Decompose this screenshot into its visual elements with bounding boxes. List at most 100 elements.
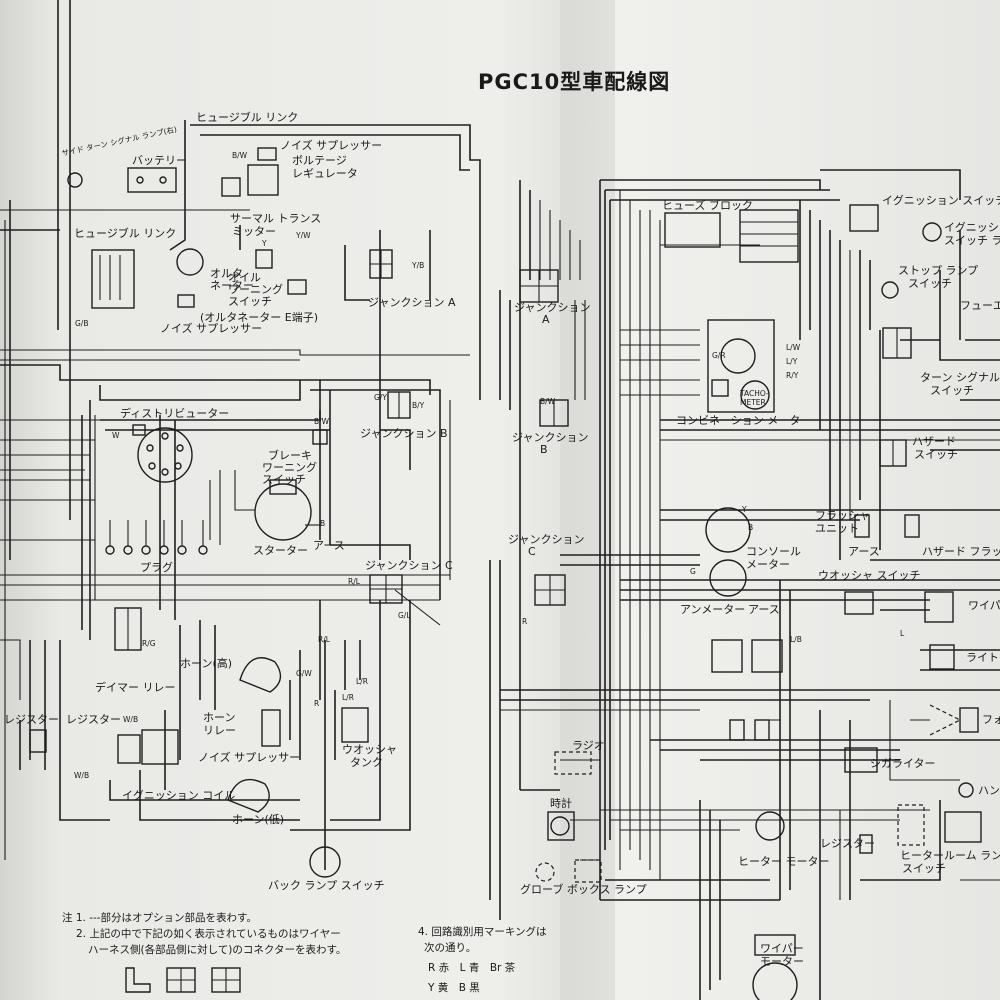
oil-warning-label-2: ワーニング [228, 283, 283, 296]
wire-code: B/W [540, 397, 556, 406]
brake-warning-label-2: ワーニング [262, 461, 317, 474]
washer-switch-label: ウオッシャ スイッチ [818, 569, 921, 582]
wiper-motor-label-2: モーター [760, 955, 804, 968]
horn-relay-label-1: ホーン [203, 711, 236, 724]
fusible-link-top-label: ヒュージブル リンク [196, 111, 299, 124]
left-bus-wires [0, 0, 481, 870]
wire-code: B/W [232, 151, 248, 160]
junction-b-right-label-2: B [540, 443, 548, 456]
horn-high-label: ホーン(高) [180, 657, 233, 670]
wire-code: Y/B [412, 261, 425, 270]
note-4a: 4. 回路識別用マーキングは [418, 926, 547, 938]
fusible-link-left-label: ヒュージブル リンク [74, 227, 177, 240]
resistor-label-2: レジスター [66, 713, 121, 726]
earth-label-2: アース [848, 545, 880, 558]
wire-code: L/Y [786, 357, 798, 366]
note-4b: 次の通り。 [424, 942, 477, 954]
voltage-regulator-label-2: レギュレータ [292, 167, 358, 180]
turn-signal-switch-label-1: ターン シグナル [920, 371, 1000, 384]
noise-suppressor-label-2: ノイズ サプレッサー [160, 322, 263, 335]
hand-label: ハンド [978, 784, 1000, 797]
alternator-label-2: ネーター [210, 279, 254, 292]
fuse-block-label: ヒューズ ブロック [662, 199, 753, 212]
ammeter-label: アンメーター [680, 603, 746, 616]
light-label: ライト [966, 651, 999, 664]
console-meter-label-2: メーター [746, 558, 790, 571]
wiper-label: ワイパ [968, 599, 1000, 612]
resistor-label-3: レジスター [820, 837, 875, 850]
glove-box-lamp-label: グローブ ボックス ランプ [520, 883, 647, 896]
tachometer-label-2: METER [740, 398, 766, 407]
oil-warning-label-1: オイル [228, 271, 261, 284]
fog-label: フォ [982, 713, 1000, 726]
distributor-label: ディストリビューター [120, 407, 230, 420]
wire-code: Y/W [296, 231, 311, 240]
battery-label: バッテリー [132, 154, 187, 167]
wire-code: R/Y [786, 371, 799, 380]
wire-code: Y [742, 505, 747, 514]
back-lamp-switch-label: バック ランプ スイッチ [268, 879, 385, 892]
wire-code: L/R [342, 693, 354, 702]
note-1: 注 1. ---部分はオプション部品を表わす。 [62, 912, 258, 924]
junction-a-right-label-2: A [542, 313, 550, 326]
hazard-switch-label-1: ハザード [912, 435, 956, 448]
hazard-flasher-label: ハザード フラッシャ ユ [922, 545, 1000, 558]
fuel-level-label: フューエル [960, 299, 1000, 312]
wire-code: G/R [712, 351, 726, 360]
left-components [29, 147, 441, 878]
resistor-label-1: レジスター [4, 713, 59, 726]
connector-legend-symbols [125, 967, 241, 993]
dimmer-relay-label: デイマー リレー [95, 681, 176, 694]
wire-code: Y [262, 239, 267, 248]
wire-code: L [900, 629, 905, 638]
wire-code: B [748, 523, 754, 532]
clock-label: 時計 [550, 797, 572, 810]
wiper-motor-label-1: ワイパー [760, 942, 804, 955]
flasher-unit-label-1: フラッシャ [815, 509, 870, 522]
heater-motor-label: ヒーター モーター [738, 855, 830, 868]
wire-code: L/B [790, 635, 802, 644]
hazard-switch-label-2: スイッチ [914, 448, 958, 461]
oil-warning-label-3: スイッチ [228, 295, 272, 308]
noise-suppressor-label-3: ノイズ サプレッサー [198, 751, 301, 764]
wire-code: L/W [786, 343, 801, 352]
room-lamp-label: ルーム ラン [944, 849, 1000, 862]
heater-switch-label-2: スイッチ [902, 862, 946, 875]
color-legend-1: R 赤 L 青 Br 茶 [428, 962, 516, 974]
noise-suppressor-label-1: ノイズ サプレッサー [280, 139, 383, 152]
brake-warning-label-1: ブレーキ [268, 449, 312, 462]
junction-c-right-label-2: C [528, 545, 536, 558]
voltage-regulator-label-1: ボルテージ [292, 154, 347, 167]
wire-code: R/G [142, 639, 156, 648]
starter-label: スターター [253, 544, 308, 557]
tachometer-label-1: TACHO- [740, 389, 769, 398]
wire-code: G/B [75, 319, 89, 328]
alternator-label-1: オルタ [210, 267, 243, 280]
flasher-unit-label-2: ユニット [815, 522, 859, 535]
wire-code: R/L [318, 635, 330, 644]
wire-code: L/R [356, 677, 368, 686]
heater-switch-label-1: ヒーター [900, 849, 944, 862]
junction-c-right-label-1: ジャンクション [508, 533, 585, 546]
console-meter-label-1: コンソール [746, 545, 801, 558]
wire-code: W/B [123, 715, 139, 724]
washer-tank-label-1: ウオッシャ [342, 743, 397, 756]
wire-code: G [690, 567, 696, 576]
wire-code: G/Y [374, 393, 387, 402]
wire-code: R [522, 617, 528, 626]
turn-signal-switch-label-2: スイッチ [930, 384, 974, 397]
junction-c-label: ジャンクション C [365, 559, 453, 572]
thermal-transmitter-label-2: ミッター [232, 225, 276, 238]
wire-code: B [320, 519, 326, 528]
wire-code: W [112, 431, 120, 440]
radio-label: ラジオ [572, 739, 605, 752]
right-bus-wires [489, 169, 1000, 1000]
right-components [519, 204, 982, 1000]
wire-code: B/W [314, 417, 330, 426]
wire-code: R [314, 699, 320, 708]
wire-code: G/W [296, 669, 312, 678]
ignition-switch-lamp-label-2: スイッチ ランプ [944, 234, 1000, 247]
brake-warning-label-3: スイッチ [262, 473, 306, 486]
